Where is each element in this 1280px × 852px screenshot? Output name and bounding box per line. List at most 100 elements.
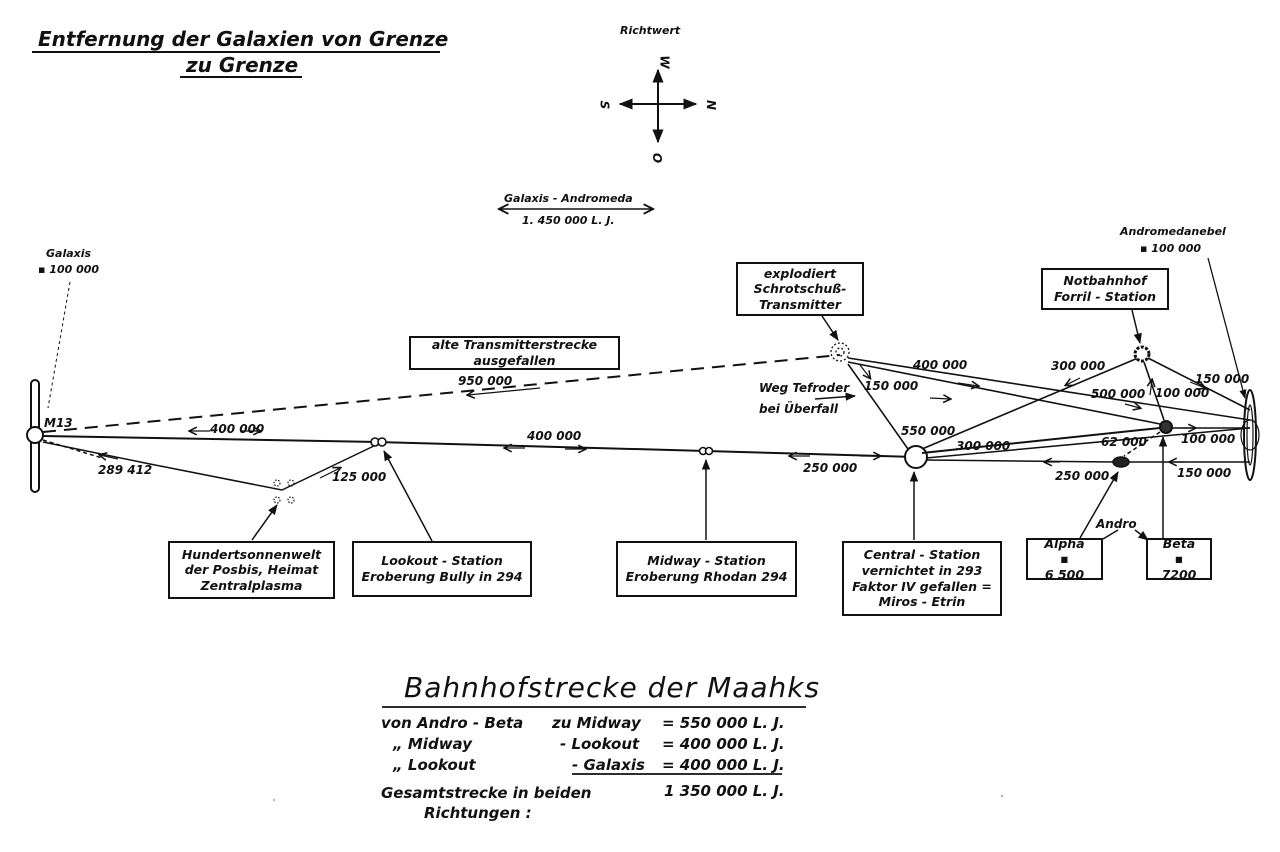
compass-s: S — [597, 100, 612, 110]
bahnhof-total-label: Gesamtstrecke in beiden — [381, 784, 592, 802]
page-title-line2: zu Grenze — [186, 53, 299, 77]
box-line: Beta — [1162, 535, 1196, 551]
bahnhof-row-3-value: = 400 000 L. J. — [662, 756, 785, 774]
distance-label: 550 000 — [901, 424, 956, 438]
box-line: Miros - Etrin — [878, 594, 966, 610]
lookout-station-box: Lookout - Station Eroberung Bully in 294 — [352, 541, 532, 597]
alte-transmitter-box: alte Transmitterstrecke ausgefallen — [409, 336, 620, 370]
distance-label: 100 000 — [1155, 386, 1210, 400]
distance-label: 289 412 — [98, 463, 153, 477]
beta-node — [1159, 420, 1173, 434]
posbis-dashed — [42, 439, 103, 459]
compass-n: N — [704, 99, 719, 111]
posbis-route-line — [42, 441, 379, 491]
transmitter-node — [830, 342, 850, 362]
box-line: Central - Station — [863, 547, 981, 563]
bahnhof-row-2-from: „ Midway — [393, 735, 472, 753]
distance-label: 150 000 — [1195, 372, 1250, 386]
compass-rose — [618, 68, 698, 144]
box-line: vernichtet in 293 — [861, 562, 983, 578]
distance-label: 150 000 — [1177, 466, 1232, 480]
bahnhof-row-2-value: = 400 000 L. J. — [662, 735, 785, 753]
bahnhof-row-3-from: „ Lookout — [393, 756, 476, 774]
weg-tefroder-label: Weg Tefroder — [759, 381, 850, 395]
box-line: ▪ 7200 — [1161, 551, 1197, 582]
distance-label: 400 000 — [913, 358, 968, 372]
lookout-node — [370, 437, 387, 447]
box-line: explodiert — [763, 265, 837, 281]
galaxis-label: Galaxis — [46, 247, 92, 260]
box-line: der Posbis, Heimat — [184, 562, 319, 578]
distance-label: 100 000 — [1181, 432, 1236, 446]
paper-speck — [273, 799, 275, 801]
m13-label: M13 — [44, 416, 73, 430]
box-line: ausgefallen — [473, 353, 556, 368]
galaxis-andromeda-label: Galaxis - Andromeda — [504, 192, 633, 205]
alpha-node — [1112, 456, 1130, 468]
box-line: Zentralplasma — [200, 577, 303, 593]
central-station-node — [904, 445, 928, 469]
galaxis-pointer — [47, 281, 71, 409]
galaxis-shape — [26, 379, 44, 493]
bahnhof-total-value: 1 350 000 L. J. — [664, 782, 785, 800]
box-line: ▪ 6 500 — [1044, 551, 1085, 582]
transmitter-beta-line — [847, 361, 1161, 425]
box-pointers — [251, 309, 1168, 542]
distance-label: 300 000 — [956, 439, 1011, 453]
paper-speck — [1001, 795, 1003, 797]
distance-label: 400 000 — [210, 422, 265, 436]
box-line: Alpha — [1044, 535, 1085, 551]
box-line: Lookout - Station — [381, 553, 503, 569]
compass-label: Richtwert — [620, 24, 681, 37]
distance-label: 250 000 — [1055, 469, 1110, 483]
beta-alpha-line — [1123, 431, 1161, 457]
midway-station-box: Midway - Station Eroberung Rhodan 294 — [616, 541, 797, 597]
main-route-line — [42, 435, 917, 458]
distance-label: 125 000 — [332, 470, 387, 484]
galaxis-andromeda-distance: 1. 450 000 L. J. — [522, 214, 615, 227]
galaxis-size: ▪ 100 000 — [38, 263, 100, 276]
andromeda-pointer — [1207, 257, 1247, 399]
midway-node — [698, 446, 714, 456]
bahnhof-row-3-to: - Galaxis — [572, 756, 645, 774]
central-alpha-line — [925, 459, 1116, 463]
box-line: Hundertsonnenwelt — [181, 546, 322, 562]
central-andromeda-line — [925, 427, 1251, 459]
beta-box: Beta ▪ 7200 — [1146, 535, 1212, 582]
box-line: Forril - Station — [1053, 289, 1157, 304]
bahnhof-row-2-to: - Lookout — [560, 735, 640, 753]
route-arrows — [100, 364, 1205, 479]
andromeda-shape — [1240, 389, 1260, 481]
old-transmitter-line — [42, 354, 841, 433]
central-beta-line — [921, 427, 1161, 454]
weg-tefroder-label-2: bei Überfall — [759, 402, 838, 416]
explodiert-box: explodiert Schrotschuß- Transmitter — [736, 262, 864, 316]
box-line: Schrotschuß- — [753, 281, 847, 297]
box-line: Notbahnhof — [1063, 273, 1147, 289]
notbahnhof-box: Notbahnhof Forril - Station — [1041, 268, 1169, 310]
box-line: Eroberung Bully in 294 — [361, 569, 523, 584]
old-transmitter-arrow — [468, 387, 541, 395]
andromedanebel-label: Andromedanebel — [1120, 225, 1226, 238]
weg-tefroder-arrow — [814, 392, 857, 401]
distance-label: 250 000 — [803, 461, 858, 475]
distance-label: 300 000 — [1051, 359, 1106, 373]
distance-label: 150 000 — [864, 379, 919, 393]
distance-label: 62 000 — [1101, 435, 1147, 449]
bahnhof-row-1-to: zu Midway — [552, 714, 641, 732]
transmitter-central-line — [847, 363, 909, 450]
hundertsonnenwelt-box: Hundertsonnenwelt der Posbis, Heimat Zen… — [168, 541, 335, 599]
box-line: Midway - Station — [647, 553, 766, 569]
distance-label: 950 000 — [458, 374, 513, 388]
andro-label: Andro — [1096, 517, 1137, 531]
box-line: alte Transmitterstrecke — [431, 337, 598, 353]
central-notbahnhof-line — [921, 357, 1139, 450]
distance-label: 500 000 — [1091, 387, 1146, 401]
bahnhof-row-1-value: = 550 000 L. J. — [662, 714, 785, 732]
central-station-box: Central - Station vernichtet in 293 Fakt… — [842, 541, 1002, 616]
bahnhof-row-1-from: von Andro - Beta — [381, 714, 524, 732]
bahnhof-heading: Bahnhofstrecke der Maahks — [404, 671, 821, 704]
compass-o: O — [650, 152, 665, 164]
box-line: Faktor IV gefallen = — [852, 578, 992, 594]
